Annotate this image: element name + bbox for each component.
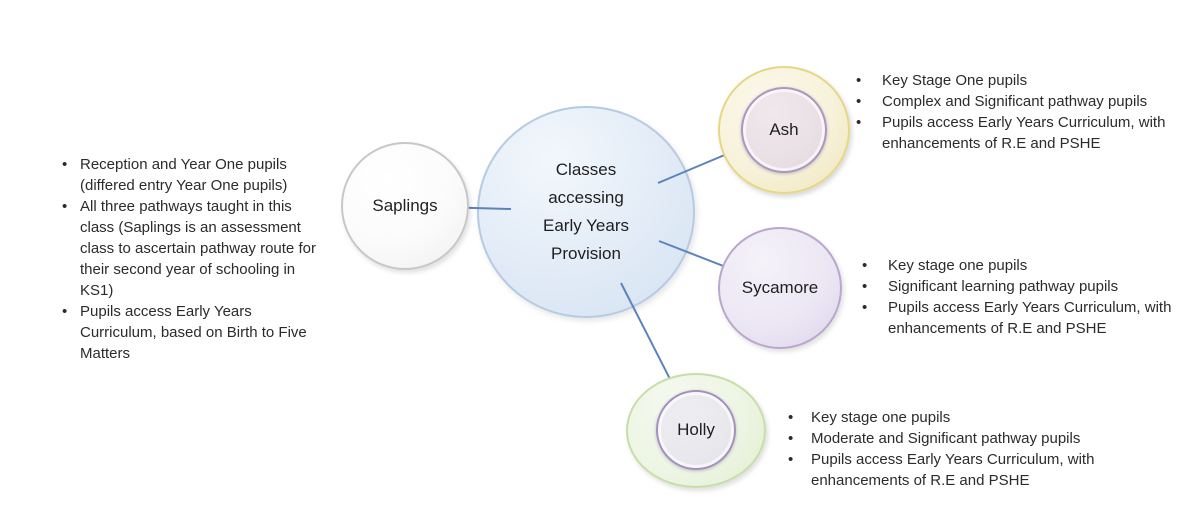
node-ash-circle: Ash	[741, 87, 827, 173]
bullet-text: Pupils access Early Years Curriculum, wi…	[888, 299, 1172, 337]
list-item: • Significant learning pathway pupils	[862, 276, 1198, 297]
bullet-icon: •	[788, 409, 794, 426]
list-item: • Pupils access Early Years Curriculum, …	[856, 112, 1192, 154]
central-node-label: Classes accessing Early Years Provision	[543, 160, 629, 263]
bullet-text: Reception and Year One pupils (differed …	[80, 156, 288, 194]
bullet-text: Complex and Significant pathway pupils	[882, 93, 1148, 110]
bullet-text: Significant learning pathway pupils	[888, 278, 1119, 295]
list-item: • Pupils access Early Years Curriculum, …	[62, 301, 320, 364]
bullet-icon: •	[862, 299, 868, 316]
list-item: • Complex and Significant pathway pupils	[856, 91, 1192, 112]
bullet-icon: •	[856, 72, 862, 89]
bullet-icon: •	[856, 93, 862, 110]
sycamore-bullet-list: • Key stage one pupils • Significant lea…	[862, 255, 1198, 339]
node-ash-outer-ring: Ash	[718, 66, 850, 194]
list-item: • Reception and Year One pupils (differe…	[62, 154, 320, 196]
node-sycamore-label: Sycamore	[741, 278, 819, 297]
node-holly-circle: Holly	[656, 390, 736, 470]
node-sycamore-circle: Sycamore	[718, 227, 842, 349]
bullet-text: Pupils access Early Years Curriculum, wi…	[811, 451, 1095, 489]
list-item: • Key Stage One pupils	[856, 70, 1192, 91]
bullet-icon: •	[788, 430, 794, 447]
bullet-icon: •	[856, 114, 862, 131]
bullet-text: Moderate and Significant pathway pupils	[811, 430, 1081, 447]
node-saplings-label: Saplings	[372, 196, 438, 215]
bullet-text: Pupils access Early Years Curriculum, wi…	[882, 114, 1166, 152]
bullet-text: Key stage one pupils	[888, 257, 1028, 274]
bullet-icon: •	[862, 278, 868, 295]
list-item: • Key stage one pupils	[788, 407, 1121, 428]
list-item: • Pupils access Early Years Curriculum, …	[788, 449, 1121, 491]
node-ash-label: Ash	[769, 120, 799, 139]
holly-bullet-list: • Key stage one pupils • Moderate and Si…	[788, 407, 1121, 491]
node-holly-label: Holly	[677, 420, 715, 439]
bullet-text: Key stage one pupils	[811, 409, 951, 426]
bullet-icon: •	[62, 156, 68, 173]
bullet-text: Pupils access Early Years Curriculum, ba…	[80, 303, 307, 362]
node-holly-outer-ring: Holly	[626, 373, 766, 488]
list-item: • Pupils access Early Years Curriculum, …	[862, 297, 1198, 339]
node-saplings-circle: Saplings	[341, 142, 469, 270]
bullet-text: All three pathways taught in this class …	[80, 198, 316, 299]
bullet-icon: •	[62, 303, 68, 320]
bullet-icon: •	[62, 198, 68, 215]
list-item: • All three pathways taught in this clas…	[62, 196, 320, 301]
central-node-circle: Classes accessing Early Years Provision	[477, 106, 695, 318]
list-item: • Key stage one pupils	[862, 255, 1198, 276]
bullet-icon: •	[788, 451, 794, 468]
ash-bullet-list: • Key Stage One pupils • Complex and Sig…	[856, 70, 1192, 154]
saplings-bullet-list: • Reception and Year One pupils (differe…	[62, 154, 320, 364]
list-item: • Moderate and Significant pathway pupil…	[788, 428, 1121, 449]
bullet-text: Key Stage One pupils	[882, 72, 1028, 89]
bullet-icon: •	[862, 257, 868, 274]
